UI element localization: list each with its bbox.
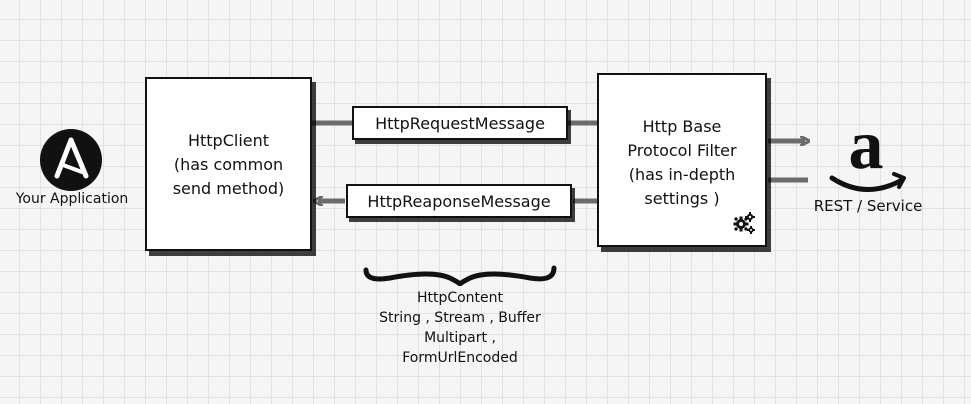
amazon-logo-icon: a bbox=[829, 107, 906, 192]
protocol-filter-box: Http Base Protocol Filter (has in-depth … bbox=[597, 73, 767, 247]
http-response-message-box: HttpReaponseMessage bbox=[346, 184, 572, 218]
gears-icon bbox=[733, 212, 755, 234]
ansible-logo-icon bbox=[40, 129, 102, 191]
rest-service: a bbox=[822, 107, 910, 198]
content-line-2: String , Stream , Buffer bbox=[379, 310, 541, 326]
your-application-label: Your Application bbox=[15, 191, 129, 207]
protocol-filter-text: Http Base Protocol Filter (has in-depth … bbox=[627, 117, 737, 208]
curly-brace-icon bbox=[363, 265, 557, 286]
http-request-message-label: HttpRequestMessage bbox=[375, 113, 545, 133]
rest-service-label: REST / Service bbox=[813, 197, 923, 215]
http-client-box: HttpClient (has common send method) bbox=[145, 77, 312, 251]
your-application bbox=[38, 127, 104, 193]
content-line-3: Multipart , bbox=[424, 330, 496, 346]
content-line-4: FormUrlEncoded bbox=[402, 350, 518, 366]
http-client-text: HttpClient (has common send method) bbox=[172, 131, 285, 198]
svg-text:a: a bbox=[849, 110, 884, 184]
content-line-1: HttpContent bbox=[416, 290, 504, 306]
http-response-message-label: HttpReaponseMessage bbox=[367, 191, 551, 211]
http-request-message-box: HttpRequestMessage bbox=[352, 106, 568, 140]
